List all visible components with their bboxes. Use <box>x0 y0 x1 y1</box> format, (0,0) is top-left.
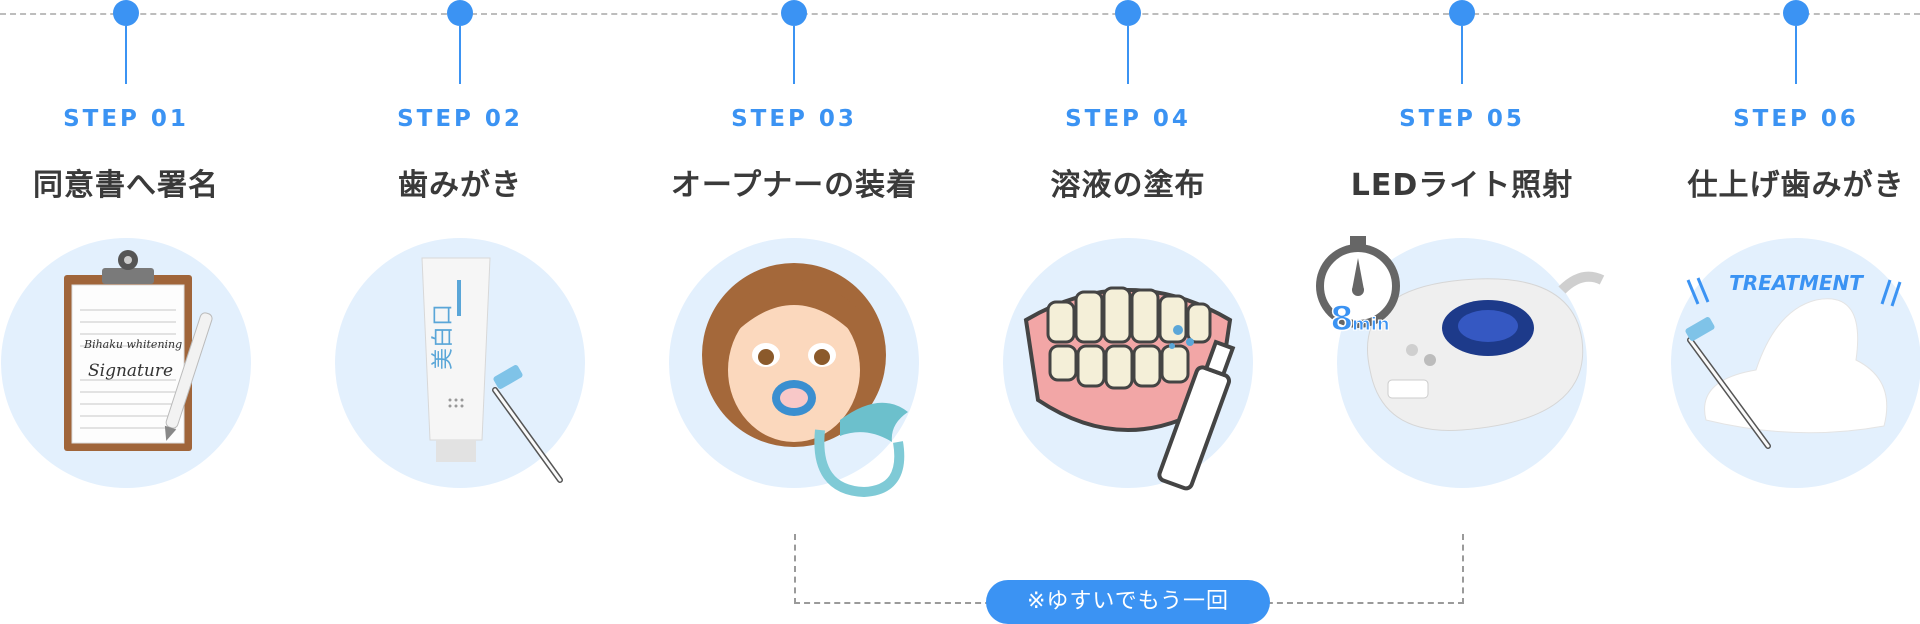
toothpaste-brand-text: 美白口 <box>431 304 456 370</box>
step-label: STEP 04 <box>1065 106 1191 132</box>
step-title: 同意書へ署名 <box>33 168 219 203</box>
timeline-node <box>113 0 139 26</box>
toothpaste-toothbrush-icon: 美白口 <box>421 257 563 483</box>
step-05: STEP 05 LEDライト照射 8 min <box>1294 0 1630 500</box>
step-title: 仕上げ歯みがき <box>1687 168 1905 203</box>
mouth-opener-icon <box>702 263 908 498</box>
step-label: STEP 01 <box>63 106 189 132</box>
step-04: STEP 04 溶液の塗布 <box>960 0 1296 500</box>
timeline-node <box>447 0 473 26</box>
timeline-stem <box>125 26 127 84</box>
step-title: 歯みがき <box>398 168 522 203</box>
step-03: STEP 03 オープナーの装着 <box>626 0 962 500</box>
timeline-node <box>1783 0 1809 26</box>
step-label: STEP 05 <box>1399 106 1525 132</box>
step-label: STEP 03 <box>731 106 857 132</box>
clipboard-text-line1: Bihaku whitening <box>83 338 182 351</box>
step-title: オープナーの装着 <box>670 168 918 203</box>
timer-unit-text: min <box>1352 314 1390 335</box>
treatment-banner-text: TREATMENT <box>1729 271 1864 295</box>
clipboard-signature-icon: Bihaku whitening Signature <box>64 250 213 451</box>
step-title: 溶液の塗布 <box>1050 168 1206 203</box>
led-light-timer-icon: 8 min <box>1316 236 1605 431</box>
step-02: STEP 02 歯みがき 美白口 <box>292 0 628 500</box>
timeline-stem <box>1127 26 1129 84</box>
timeline-stem <box>459 26 461 84</box>
timeline-node <box>1115 0 1141 26</box>
teeth-spray-icon <box>1023 286 1236 491</box>
timeline-stem <box>1461 26 1463 84</box>
step-06: STEP 06 仕上げ歯みがき TREATMENT <box>1628 0 1920 500</box>
step-label: STEP 06 <box>1733 106 1859 132</box>
timeline-stem <box>1795 26 1797 84</box>
step-01: STEP 01 同意書へ署名 Bihaku whitening Signatur… <box>0 0 294 500</box>
timeline-node <box>781 0 807 26</box>
step-label: STEP 02 <box>397 106 523 132</box>
treatment-foam-icon: TREATMENT <box>1685 271 1902 449</box>
timer-value-text: 8 <box>1330 299 1354 339</box>
timeline-node <box>1449 0 1475 26</box>
timeline-dashed-line <box>0 13 1920 15</box>
timeline-stem <box>793 26 795 84</box>
rinse-again-badge: ※ゆすいでもう一回 <box>986 580 1270 624</box>
clipboard-text-line2: Signature <box>88 361 173 381</box>
step-title: LEDライト照射 <box>1350 168 1574 203</box>
